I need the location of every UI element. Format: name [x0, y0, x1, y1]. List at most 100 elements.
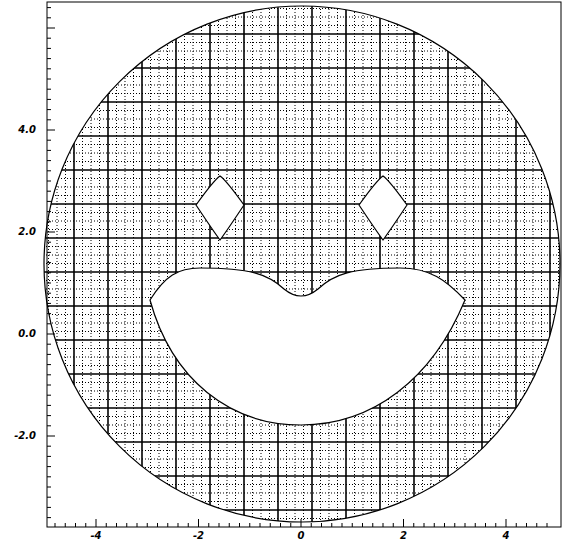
- mesh-line: [40, 110, 563, 111]
- mesh-line: [40, 314, 563, 315]
- mesh-line: [167, 0, 168, 530]
- axis-tick: [47, 303, 51, 304]
- mesh-line: [40, 237, 563, 239]
- mesh-line: [40, 357, 563, 358]
- mesh-line: [99, 0, 100, 530]
- axis-tick: [47, 68, 51, 69]
- axis-tick: [47, 385, 51, 386]
- axis-tick: [393, 523, 394, 527]
- axis-tick: [47, 487, 51, 488]
- axis-tick: [47, 313, 51, 314]
- axis-tick: [208, 523, 209, 527]
- axis-tick: [454, 523, 455, 527]
- axis-tick-label: 4.0: [18, 125, 36, 135]
- axis-tick: [47, 99, 51, 100]
- axis-tick: [55, 523, 56, 527]
- mesh-line: [40, 187, 563, 188]
- mesh-line: [558, 0, 559, 530]
- axis-tick: [96, 519, 97, 527]
- axis-tick: [526, 523, 527, 527]
- mesh-line: [499, 0, 500, 530]
- axis-tick: [47, 395, 51, 396]
- axis-tick: [47, 130, 55, 131]
- axis-tick: [47, 89, 51, 90]
- axis-tick: [47, 211, 51, 212]
- mesh-line: [107, 0, 109, 530]
- mesh-line: [40, 25, 563, 26]
- mesh-line: [541, 0, 542, 530]
- mesh-line: [65, 0, 66, 530]
- axis-tick-label: 0.0: [18, 329, 36, 339]
- axis-tick: [495, 523, 496, 527]
- mesh-line: [40, 135, 563, 137]
- mesh-line: [209, 0, 211, 530]
- mesh-line: [40, 305, 563, 307]
- axis-tick: [465, 523, 466, 527]
- axis-tick: [434, 523, 435, 527]
- axis-tick: [47, 456, 51, 457]
- mesh-line: [405, 0, 406, 530]
- axis-tick: [47, 201, 51, 202]
- axis-tick: [331, 523, 332, 527]
- axis-tick-label: -4: [90, 531, 101, 541]
- axis-tick: [413, 523, 414, 527]
- mesh-line: [40, 382, 563, 383]
- axis-tick: [47, 476, 51, 477]
- mesh-line: [40, 450, 563, 451]
- mesh-line: [354, 0, 355, 530]
- axis-tick-label: -2: [193, 531, 204, 541]
- axis-tick: [311, 523, 312, 527]
- mesh-line: [549, 0, 551, 530]
- mesh-line: [40, 8, 563, 9]
- axis-tick: [47, 38, 51, 39]
- axis-tick: [342, 523, 343, 527]
- axis-tick: [75, 523, 76, 527]
- mesh-line: [39, 0, 41, 530]
- axis-tick: [47, 466, 51, 467]
- mesh-line: [40, 246, 563, 247]
- axis-frame: [47, 2, 561, 527]
- mesh-line: [40, 348, 563, 349]
- mesh-line: [40, 212, 563, 213]
- axis-tick: [362, 523, 363, 527]
- mesh-line: [40, 391, 563, 392]
- axis-tick: [47, 364, 51, 365]
- axis-tick: [547, 523, 548, 527]
- axis-tick: [85, 523, 86, 527]
- axis-tick: [516, 523, 517, 527]
- axis-tick: [47, 119, 51, 120]
- axis-tick: [352, 523, 353, 527]
- axis-tick: [506, 519, 507, 527]
- axis-tick: [65, 523, 66, 527]
- axis-tick: [188, 523, 189, 527]
- mesh-line: [363, 0, 364, 530]
- axis-tick: [126, 523, 127, 527]
- axis-tick: [47, 191, 51, 192]
- mesh-line: [40, 331, 563, 332]
- axis-tick: [485, 523, 486, 527]
- axis-tick: [47, 334, 55, 335]
- axis-tick: [47, 344, 51, 345]
- mesh-line: [40, 221, 563, 222]
- mesh-line: [40, 399, 563, 400]
- mesh-line: [40, 42, 563, 43]
- axis-tick: [47, 507, 51, 508]
- axis-tick: [47, 79, 51, 80]
- mesh-line: [40, 407, 563, 409]
- axis-tick: [321, 523, 322, 527]
- mesh-line: [40, 17, 563, 18]
- axis-tick: [47, 262, 51, 263]
- mesh-line: [40, 441, 563, 443]
- mesh-line: [456, 0, 457, 530]
- axis-tick: [47, 48, 51, 49]
- mesh-line: [40, 289, 563, 290]
- mesh-line: [40, 51, 563, 52]
- axis-tick: [229, 523, 230, 527]
- axis-tick: [47, 415, 51, 416]
- axis-tick: [249, 523, 250, 527]
- axis-tick: [47, 252, 51, 253]
- axis-tick: [239, 523, 240, 527]
- mesh-line: [73, 0, 75, 530]
- axis-tick: [47, 17, 51, 18]
- mesh-line: [507, 0, 508, 530]
